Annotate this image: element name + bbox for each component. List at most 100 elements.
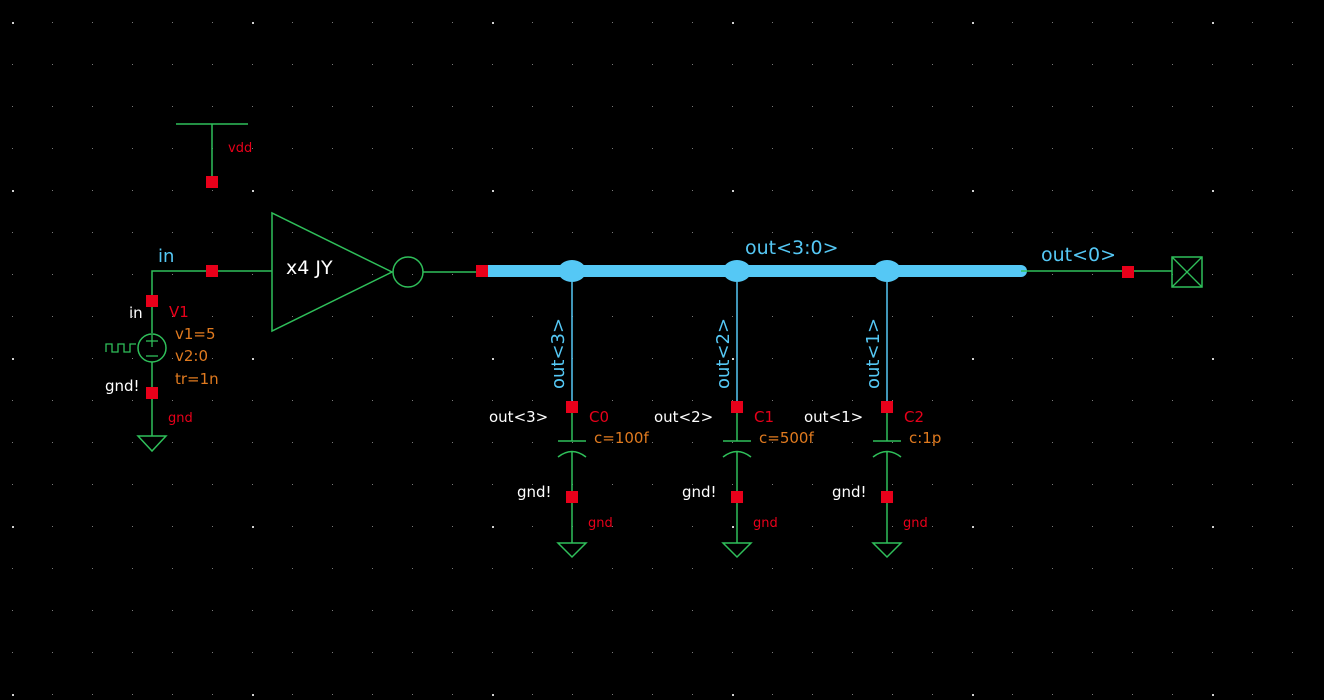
grid-dot [412, 694, 413, 695]
grid-dot [252, 484, 253, 485]
grid-dot [1012, 358, 1013, 359]
grid-dot [1172, 232, 1173, 233]
grid-dot [12, 190, 14, 192]
grid-dot [692, 568, 693, 569]
grid-dot [852, 22, 853, 23]
grid-dot [332, 274, 333, 275]
grid-dot [452, 652, 453, 653]
grid-dot [812, 442, 813, 443]
grid-dot [652, 400, 653, 401]
grid-dot [652, 148, 653, 149]
inverter-label: x4 JY [286, 257, 333, 279]
grid-dot [492, 148, 493, 149]
capacitor-gnd-label: gnd [903, 516, 928, 531]
grid-dot [452, 106, 453, 107]
capacitor-name: C0 [589, 408, 609, 426]
grid-dot [412, 358, 413, 359]
grid-dot [892, 568, 893, 569]
tap-net-label: out<2> [713, 318, 734, 389]
grid-dot [532, 190, 533, 191]
capacitor-bottom-pin[interactable] [731, 491, 743, 503]
source-top-pin[interactable] [146, 295, 158, 307]
output-terminal-icon [1171, 256, 1203, 288]
grid-dot [132, 316, 133, 317]
inverter-input-pin[interactable] [206, 265, 218, 277]
grid-dot [492, 316, 493, 317]
grid-dot [1292, 484, 1293, 485]
vdd-pin[interactable] [206, 176, 218, 188]
grid-dot [572, 652, 573, 653]
grid-dot [812, 190, 813, 191]
grid-dot [1292, 526, 1293, 527]
grid-dot [812, 22, 813, 23]
source-param-v2: v2:0 [175, 347, 208, 365]
grid-dot [812, 232, 813, 233]
capacitor-gnd-pin-label: gnd! [517, 483, 552, 501]
grid-dot [892, 694, 893, 695]
grid-dot [252, 526, 254, 528]
grid-dot [172, 190, 173, 191]
grid-dot [1092, 316, 1093, 317]
bus-start-pin[interactable] [476, 265, 488, 277]
capacitor-name: C1 [754, 408, 774, 426]
grid-dot [212, 106, 213, 107]
grid-dot [1132, 568, 1133, 569]
grid-dot [692, 526, 693, 527]
grid-dot [1252, 64, 1253, 65]
input-net[interactable]: in [151, 246, 272, 300]
grid-dot [92, 652, 93, 653]
grid-dot [812, 106, 813, 107]
grid-dot [532, 358, 533, 359]
output-pin[interactable] [1122, 266, 1134, 278]
grid-dot [132, 232, 133, 233]
capacitor-bottom-pin[interactable] [566, 491, 578, 503]
capacitor-bottom-pin[interactable] [881, 491, 893, 503]
grid-dot [292, 484, 293, 485]
grid-dot [452, 400, 453, 401]
voltage-source-v1[interactable]: in gnd! V1 v1=5 v2:0 tr=1n gnd [105, 295, 219, 453]
inverter-x4[interactable]: x4 JY [271, 211, 482, 333]
grid-dot [1092, 484, 1093, 485]
grid-dot [892, 106, 893, 107]
grid-dot [1092, 526, 1093, 527]
terminal-cross-b [1171, 256, 1203, 288]
grid-dot [412, 274, 413, 275]
source-param-v1: v1=5 [175, 325, 216, 343]
grid-dot [1172, 64, 1173, 65]
grid-dot [532, 316, 533, 317]
grid-dot [1052, 64, 1053, 65]
grid-dot [932, 526, 933, 527]
grid-dot [132, 610, 133, 611]
grid-dot [732, 442, 733, 443]
source-bottom-pin[interactable] [146, 387, 158, 399]
grid-dot [12, 694, 14, 696]
capacitor-top-pin[interactable] [881, 401, 893, 413]
capacitor-branches: out<3>out<3>C0c=100fgnd!gndout<2>out<2>C… [489, 260, 941, 559]
grid-dot [92, 64, 93, 65]
capacitor-top-pin[interactable] [566, 401, 578, 413]
grid-dot [372, 232, 373, 233]
capacitor-top-pin[interactable] [731, 401, 743, 413]
grid-dot [452, 484, 453, 485]
grid-dot [52, 610, 53, 611]
grid-dot [652, 484, 653, 485]
grid-dot [532, 694, 533, 695]
output-port[interactable]: out<0> [1021, 244, 1203, 288]
grid-dot [772, 316, 773, 317]
grid-dot [1292, 652, 1293, 653]
grid-dot [492, 190, 494, 192]
vdd-supply[interactable]: vdd [176, 123, 252, 188]
grid-dot [652, 64, 653, 65]
grid-dot [772, 22, 773, 23]
grid-dot [1132, 694, 1133, 695]
capacitor-pin-label: out<1> [804, 408, 863, 426]
grid-dot [1052, 22, 1053, 23]
grid-dot [932, 232, 933, 233]
grid-dot [652, 568, 653, 569]
grid-dot [892, 400, 893, 401]
source-param-tr: tr=1n [175, 370, 219, 388]
